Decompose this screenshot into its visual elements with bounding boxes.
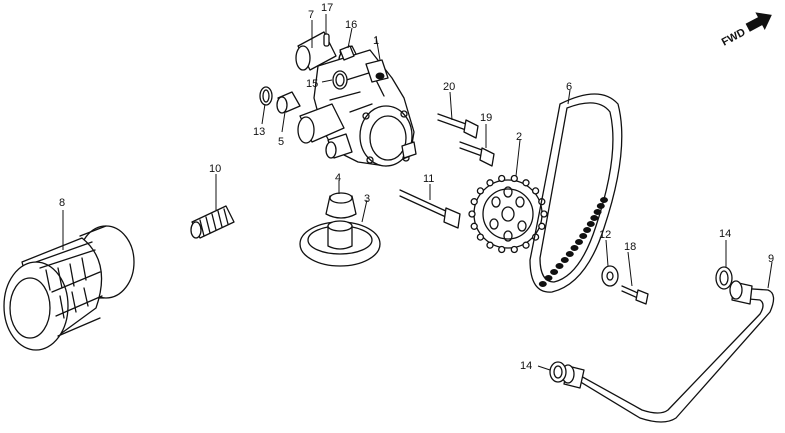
callout-1: 1 xyxy=(373,35,379,47)
chain-link xyxy=(544,275,553,281)
callout-15: 15 xyxy=(306,78,318,90)
sprocket-tooth xyxy=(498,174,506,183)
callout-16: 16 xyxy=(345,19,357,31)
washer-and-bolt xyxy=(601,265,649,305)
oil-strainer xyxy=(299,192,381,267)
chain-link xyxy=(593,209,602,215)
callout-6: 6 xyxy=(566,81,572,93)
sprocket-tooth xyxy=(522,241,530,249)
callout-4: 4 xyxy=(335,172,341,184)
callout-11: 11 xyxy=(423,173,434,185)
callout-14-upper: 14 xyxy=(719,228,731,240)
fwd-arrow: FWD xyxy=(720,12,772,49)
oil-filter xyxy=(3,225,135,351)
chain-link xyxy=(565,251,574,257)
callout-3: 3 xyxy=(364,193,370,205)
chain-link xyxy=(596,203,605,209)
chain-link xyxy=(590,215,599,221)
chain-link xyxy=(570,245,579,251)
callout-7: 7 xyxy=(308,9,314,21)
sprocket-tooth xyxy=(486,179,494,187)
chain-link xyxy=(538,281,547,287)
callout-17: 17 xyxy=(321,2,333,14)
sprocket-tooth xyxy=(476,233,485,241)
callout-12: 12 xyxy=(599,229,611,241)
chain-link xyxy=(555,263,564,269)
chain-link xyxy=(583,227,592,233)
sprocket-tooth xyxy=(498,245,506,254)
callout-8: 8 xyxy=(59,197,65,209)
callout-2: 2 xyxy=(516,131,522,143)
callout-19: 19 xyxy=(480,112,492,124)
fwd-label: FWD xyxy=(720,26,748,48)
callout-13: 13 xyxy=(253,126,265,138)
sprocket-tooth xyxy=(540,210,548,218)
callout-5: 5 xyxy=(278,136,284,148)
callout-numbers: 1 2 3 4 5 6 7 8 9 10 11 12 13 14 14 15 1… xyxy=(59,2,774,372)
sprocket-tooth xyxy=(531,187,540,195)
sprocket-tooth xyxy=(510,245,518,254)
sprocket xyxy=(468,174,548,254)
chain-link xyxy=(586,221,595,227)
callout-18: 18 xyxy=(624,241,636,253)
sprocket-tooth xyxy=(470,198,478,206)
sprocket-tooth xyxy=(510,174,518,183)
callout-20: 20 xyxy=(443,81,455,93)
drive-chain xyxy=(529,93,623,293)
sprocket-tooth xyxy=(538,222,546,230)
fwd-arrow-icon xyxy=(745,12,772,32)
callout-9: 9 xyxy=(768,253,774,265)
pipe-fitting xyxy=(190,205,235,239)
callout-14-lower: 14 xyxy=(520,360,532,372)
sprocket-tooth xyxy=(476,187,485,195)
pump-small-parts xyxy=(259,33,355,114)
chain-link xyxy=(575,239,583,245)
sprocket-tooth xyxy=(486,241,494,249)
chain-link xyxy=(550,269,559,275)
sprocket-tooth xyxy=(470,222,478,230)
sprocket-tooth xyxy=(468,210,476,218)
sprocket-tooth xyxy=(522,179,530,187)
callout-10: 10 xyxy=(209,163,221,175)
chain-link xyxy=(600,197,608,203)
oil-pipe xyxy=(549,266,775,423)
oil-pump xyxy=(295,31,417,167)
leader-lines xyxy=(62,14,773,371)
chain-link xyxy=(579,233,588,239)
chain-link xyxy=(560,257,569,263)
